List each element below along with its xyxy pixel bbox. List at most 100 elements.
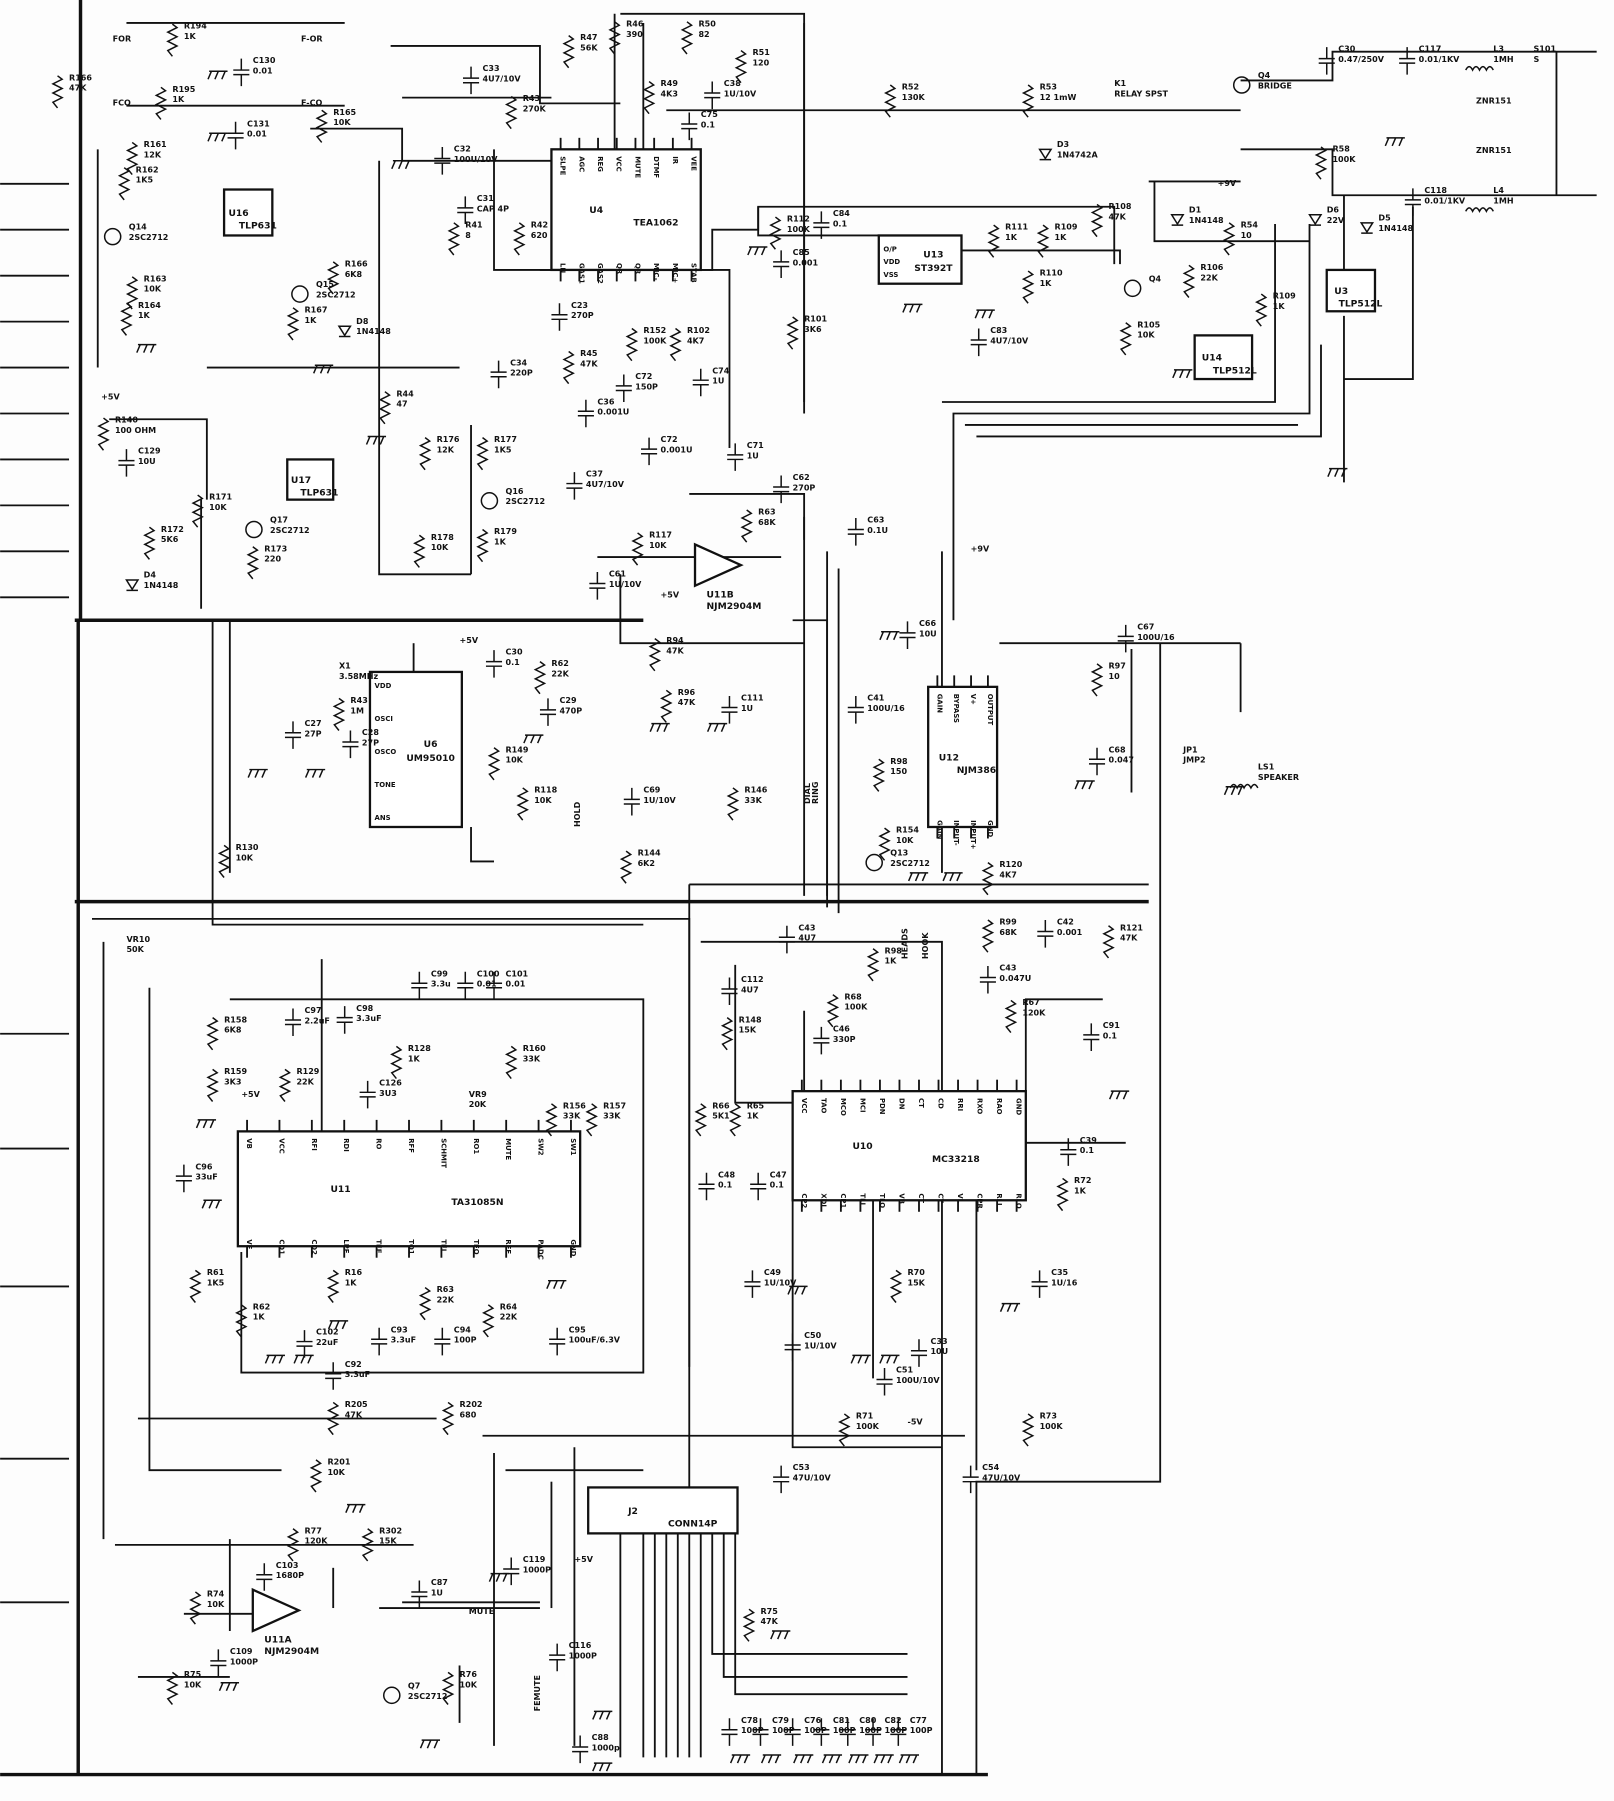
resistor-symbol: [378, 391, 392, 425]
component-value: 1K: [184, 32, 197, 41]
component-value: 220: [264, 555, 281, 564]
ground-icon: [850, 1354, 871, 1364]
wire: [792, 619, 829, 896]
component-value: 1U/10V: [609, 580, 642, 589]
net-label: -5V: [908, 1417, 924, 1426]
ic-ref: U11: [330, 1184, 350, 1195]
component-ref: C23: [571, 301, 588, 310]
component-ref: D4: [144, 571, 157, 580]
ground-icon: [942, 872, 963, 882]
diode-symbol: [1170, 214, 1185, 226]
component-value: 15K: [908, 1278, 926, 1287]
component-ref: R144: [638, 849, 661, 858]
ic-pin-label: TFI: [439, 1239, 447, 1251]
ground-icon: [218, 1681, 240, 1692]
component-value: 10K: [184, 1680, 202, 1689]
ic-pin-label: VE: [245, 1239, 253, 1249]
component-value: 3U3: [379, 1089, 397, 1098]
resistor-symbol: [680, 21, 694, 55]
ground-icon: [365, 435, 387, 445]
component-value: 100P: [885, 1726, 908, 1735]
component-value: 0.1: [1103, 1031, 1118, 1040]
component-ref: R96: [678, 688, 696, 697]
component-value: 220P: [510, 369, 533, 378]
net-labels: FORFCOF-ORF-CO+5V+9V+5V+5V+9V-5VHOLDDIAL…: [101, 34, 1405, 1772]
ic-pin-label: RLO: [1015, 1193, 1023, 1208]
component-value: 100P: [772, 1726, 795, 1735]
component-ref: ZNR151: [1476, 96, 1512, 105]
capacitor-symbol: [175, 1164, 192, 1193]
diode-symbol: [1308, 214, 1323, 226]
wire: [1343, 206, 1414, 380]
component-value: 1U/10V: [724, 89, 757, 98]
component-ref: R75: [760, 1607, 778, 1616]
component-ref: Q4: [1149, 274, 1162, 283]
wire: [700, 940, 943, 1775]
component-value: BRIDGE: [1258, 81, 1292, 90]
resistor-symbol: [786, 316, 799, 350]
ground-icon: [760, 1754, 782, 1764]
ic-body: [791, 1090, 1027, 1202]
component-ref: R108: [1109, 202, 1132, 211]
resistor-symbol: [562, 35, 575, 69]
component-value: 1U: [712, 377, 724, 386]
component-value: 1N4742A: [1057, 150, 1099, 159]
resistor-symbol: [631, 532, 644, 566]
component-value: 100K: [1040, 1422, 1064, 1431]
component-value: 1M: [350, 706, 364, 715]
component-value: 0.001: [793, 258, 819, 267]
component-ref: R77: [304, 1526, 321, 1535]
component-value: 82: [698, 30, 709, 39]
capacitor-symbol: [1088, 747, 1106, 776]
component-value: 100K: [787, 225, 811, 234]
capacitor-symbol: [750, 1172, 767, 1201]
ic-body: [236, 1130, 582, 1248]
component-ref: C98: [356, 1004, 373, 1013]
resistor-symbol: [1056, 1177, 1069, 1212]
capacitor-symbol: [847, 518, 864, 546]
component-ref: C102: [316, 1328, 339, 1337]
component-ref: D1: [1189, 205, 1202, 214]
component-value: 15K: [739, 1026, 757, 1035]
component-ref: R47: [580, 33, 597, 42]
ic-ref: U17: [291, 475, 311, 486]
component-ref: R76: [460, 1670, 478, 1679]
ground-icon: [907, 872, 929, 882]
capacitor-symbol: [589, 572, 606, 600]
component-value: 1N4148: [1189, 216, 1224, 225]
component-value: 2SC2712: [408, 1692, 448, 1701]
ic-ref: J2: [627, 1506, 638, 1517]
resistor-symbol: [742, 1608, 756, 1642]
component-ref: C29: [559, 696, 576, 705]
component-ref: R195: [172, 85, 195, 94]
component-value: 22K: [296, 1077, 314, 1086]
component-ref: C94: [454, 1325, 471, 1334]
component-value: 1U/16: [1051, 1278, 1078, 1287]
ic-part: TA31085N: [451, 1197, 503, 1208]
ic-pin-label: RO1: [472, 1138, 480, 1154]
component-ref: R172: [161, 525, 184, 534]
ic-pin-label: OSCO: [375, 748, 397, 756]
